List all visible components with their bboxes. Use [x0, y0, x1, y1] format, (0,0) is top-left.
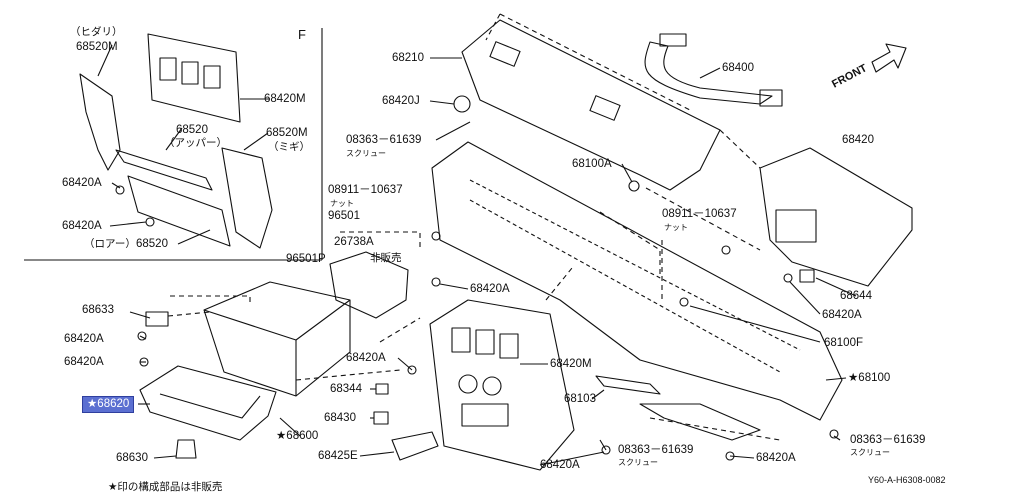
part-68633[interactable]: 68633	[82, 304, 114, 316]
part-68420M-center[interactable]: 68420M	[550, 358, 592, 370]
part-68520M-right[interactable]: 68520M	[266, 127, 308, 139]
inset-cluster-panel	[147, 33, 241, 123]
bracket-assembly	[329, 251, 409, 319]
part-68630[interactable]: 68630	[116, 452, 148, 464]
part-68430[interactable]: 68430	[324, 412, 356, 424]
inset-migi-label: （ミギ）	[268, 141, 310, 153]
upper-bracket	[115, 149, 213, 191]
diagram-code: Y60-A-H6308-0082	[868, 475, 946, 485]
glove-lid	[139, 365, 277, 441]
instrument-pad	[461, 19, 721, 191]
part-68103[interactable]: 68103	[564, 393, 596, 405]
part-68210[interactable]: 68210	[392, 52, 424, 64]
part-68620-selected[interactable]: ★68620	[82, 396, 135, 413]
part-68420[interactable]: 68420	[842, 134, 874, 146]
part-68344[interactable]: 68344	[330, 383, 362, 395]
lower-stay	[639, 403, 761, 441]
side-bracket-left	[79, 73, 121, 171]
part-08363-61639-bottom-1[interactable]: 08363－61639	[618, 444, 694, 456]
screw-label-bottom-1: スクリュー	[618, 458, 658, 467]
part-68420A-right[interactable]: 68420A	[822, 309, 862, 321]
part-68644[interactable]: 68644	[840, 290, 872, 302]
part-68100F[interactable]: 68100F	[824, 337, 864, 349]
part-68420A-bottom-2[interactable]: 68420A	[756, 452, 796, 464]
part-68420A-inset-2[interactable]: 68420A	[62, 220, 102, 232]
inset-lower-label: （ロアー）	[84, 238, 136, 250]
part-96501P[interactable]: 96501P	[286, 253, 326, 265]
inset-frame	[24, 28, 323, 261]
glove-box-housing	[203, 281, 351, 397]
part-68420A-center[interactable]: 68420A	[346, 352, 386, 364]
part-68420J[interactable]: 68420J	[382, 95, 420, 107]
side-bracket-right	[221, 147, 273, 249]
part-68600[interactable]: ★68600	[276, 430, 319, 442]
cluster-hood	[759, 147, 913, 287]
lower-bracket	[127, 175, 231, 247]
part-68420M-inset[interactable]: 68420M	[264, 93, 306, 105]
part-68520M-left[interactable]: 68520M	[76, 41, 118, 53]
part-68420A-mid[interactable]: 68420A	[470, 283, 510, 295]
part-68100[interactable]: ★68100	[848, 372, 891, 384]
inset-letter: F	[298, 27, 306, 42]
part-08911-10637-right[interactable]: 08911－10637	[662, 208, 737, 220]
part-68100A[interactable]: 68100A	[572, 158, 612, 170]
cover-strip	[595, 375, 661, 395]
nut-label-left: ナット	[330, 199, 354, 208]
not-for-sale-label: 非販売	[370, 252, 402, 264]
part-68420A-left-2[interactable]: 68420A	[64, 356, 104, 368]
part-68420A-left-1[interactable]: 68420A	[64, 333, 104, 345]
assembly-dashes	[167, 13, 781, 441]
part-26738A[interactable]: 26738A	[334, 236, 374, 248]
footnote: ★印の構成部品は非販売	[108, 481, 223, 493]
front-arrow	[871, 43, 907, 73]
leader-lines	[97, 44, 857, 466]
part-68400[interactable]: 68400	[722, 62, 754, 74]
screw-label-top: スクリュー	[346, 149, 386, 158]
nut-label-right: ナット	[664, 223, 688, 232]
part-68425E[interactable]: 68425E	[318, 450, 358, 462]
part-08911-10637-left[interactable]: 08911－10637	[328, 184, 403, 196]
center-cluster-panel	[429, 299, 575, 471]
part-68420A-inset-1[interactable]: 68420A	[62, 177, 102, 189]
part-96501[interactable]: 96501	[328, 210, 360, 222]
part-08363-61639-top[interactable]: 08363－61639	[346, 134, 422, 146]
screw-label-bottom-2: スクリュー	[850, 448, 890, 457]
part-68420A-bottom-1[interactable]: 68420A	[540, 459, 580, 471]
part-08363-61639-bottom-2[interactable]: 08363－61639	[850, 434, 926, 446]
part-68520-lower[interactable]: 68520	[136, 238, 168, 250]
part-68520[interactable]: 68520	[176, 124, 208, 136]
inset-hidari-label: （ヒダリ）	[70, 26, 123, 38]
instrument-panel	[431, 141, 843, 421]
inset-upper-label: （アッパー）	[164, 137, 227, 149]
